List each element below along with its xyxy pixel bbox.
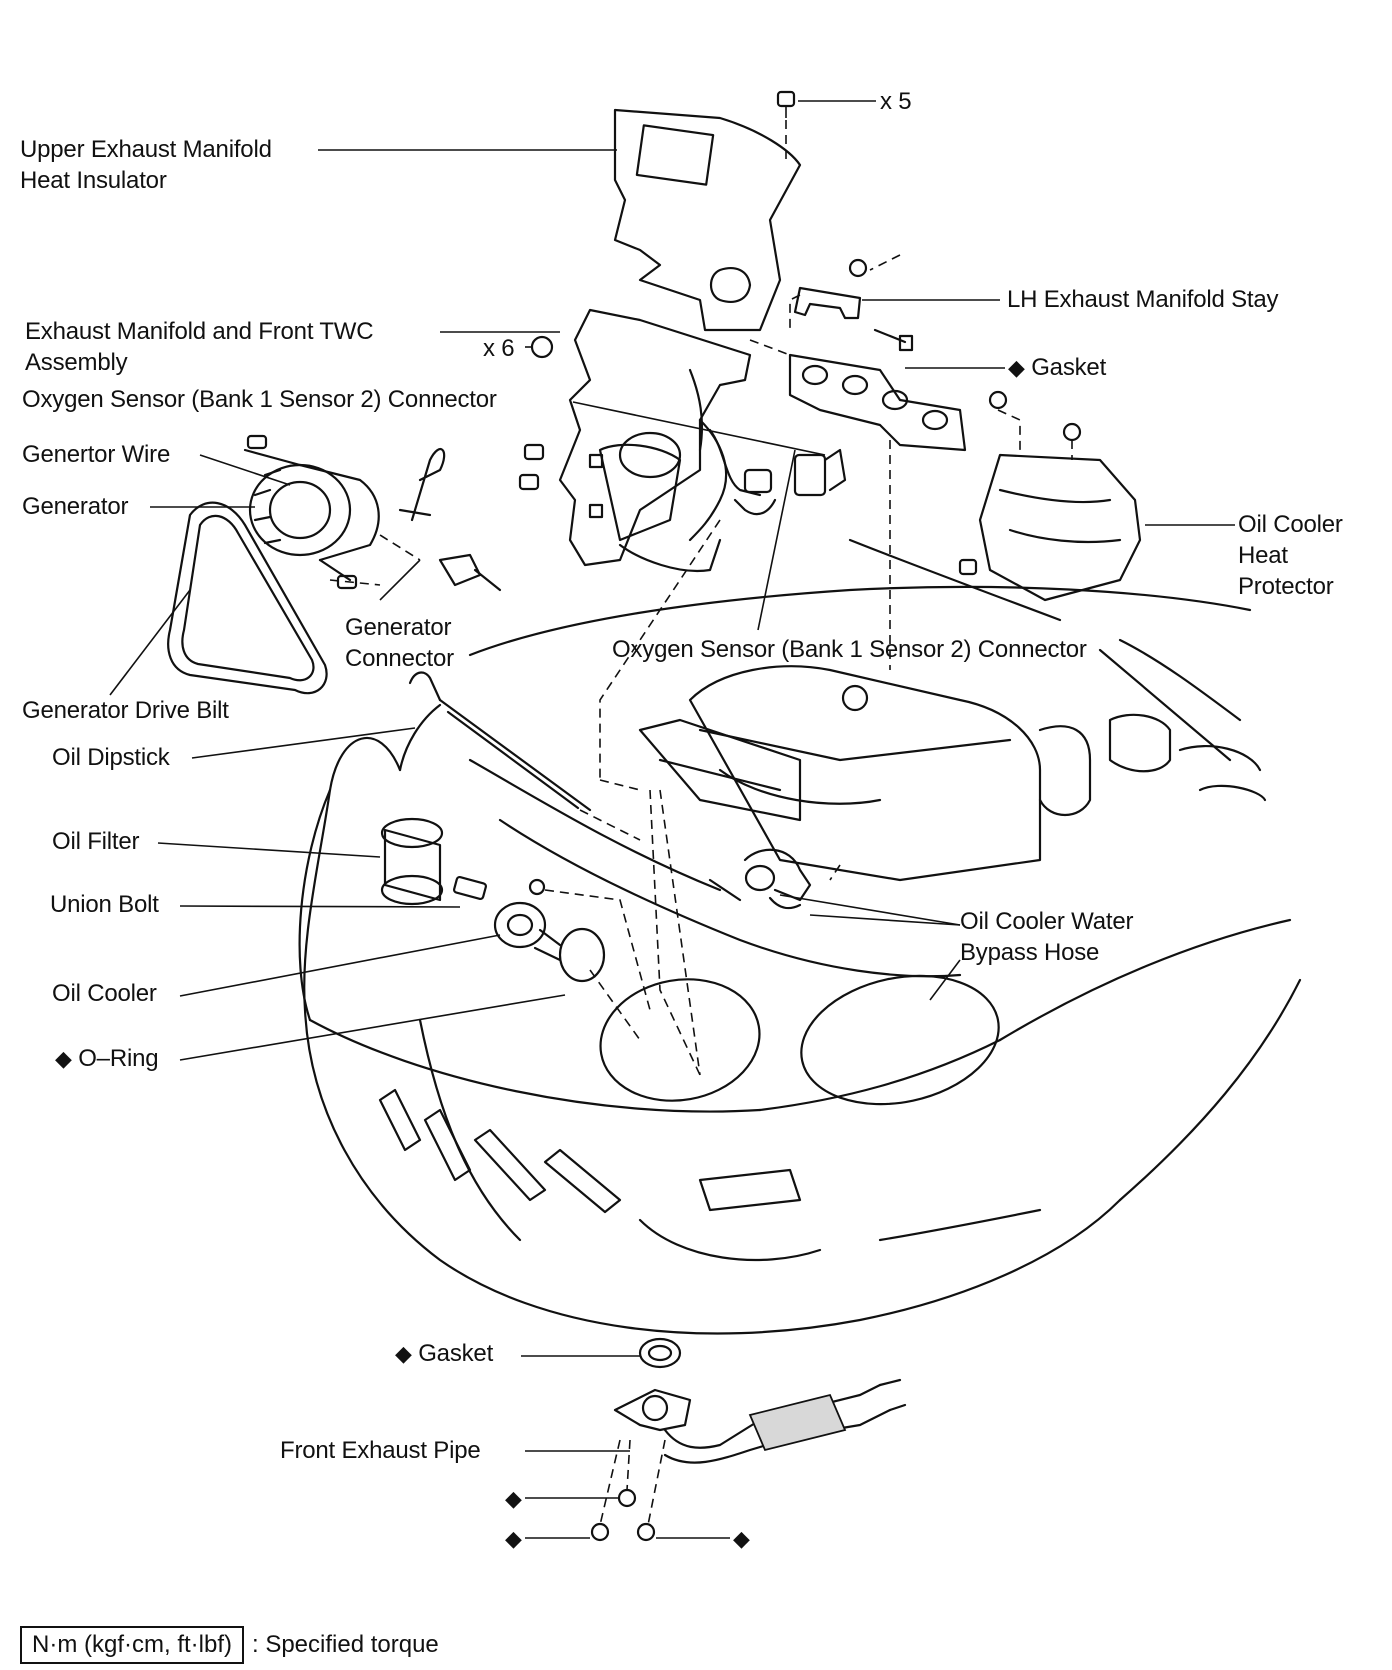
label-lh-exhaust-manifold-stay: LH Exhaust Manifold Stay bbox=[1007, 286, 1279, 313]
label-generator-drive-belt: Generator Drive Bilt bbox=[22, 697, 229, 724]
label-oil-dipstick: Oil Dipstick bbox=[52, 744, 170, 771]
exhaust-gasket-bottom bbox=[638, 1337, 682, 1369]
label-oil-filter: Oil Filter bbox=[52, 828, 140, 855]
non-reusable-marker-icon: ◆ bbox=[505, 1526, 522, 1551]
o-ring bbox=[558, 927, 606, 983]
car-body bbox=[298, 585, 1302, 1335]
oil-cooler bbox=[493, 901, 562, 962]
non-reusable-marker-icon: ◆ bbox=[1008, 355, 1025, 380]
label-oxygen-sensor-connector-top: Oxygen Sensor (Bank 1 Sensor 2) Connecto… bbox=[22, 386, 497, 413]
oil-filter bbox=[380, 817, 444, 906]
lh-manifold-stay bbox=[793, 258, 914, 352]
oil-cooler-bypass-hose bbox=[708, 848, 812, 910]
front-exhaust-pipe bbox=[613, 1378, 907, 1464]
label-oil-cooler-heat-protector: Oil Cooler Heat Protector bbox=[1238, 511, 1343, 600]
leader-lines bbox=[109, 100, 1235, 1539]
generator-wire bbox=[398, 448, 446, 522]
label-bolt-count-5: x 5 bbox=[880, 88, 912, 115]
oil-cooler-heat-protector bbox=[958, 390, 1142, 602]
label-gasket-top: ◆ Gasket bbox=[1008, 354, 1107, 381]
label-generator: Generator bbox=[22, 493, 129, 520]
non-reusable-marker-icon: ◆ bbox=[395, 1341, 412, 1366]
label-generator-connector: Generator Connector bbox=[345, 614, 454, 672]
union-bolt bbox=[453, 875, 546, 901]
upper-heat-insulator bbox=[613, 108, 802, 332]
label-upper-exhaust-manifold-heat-insulator: Upper Exhaust Manifold Heat Insulator bbox=[20, 136, 272, 194]
label-generator-wire: Genertor Wire bbox=[22, 441, 171, 468]
oxygen-sensor bbox=[618, 428, 847, 573]
torque-unit-box: N·m (kgf·cm, ft·lbf) bbox=[20, 1626, 244, 1664]
non-reusable-marker-icon: ◆ bbox=[55, 1046, 72, 1071]
label-front-exhaust-pipe: Front Exhaust Pipe bbox=[280, 1437, 481, 1464]
label-nut-count-6: x 6 bbox=[483, 335, 515, 362]
torque-legend-desc: : Specified torque bbox=[251, 1631, 439, 1658]
manifold-small-bolts bbox=[518, 443, 545, 491]
non-reusable-marker-icon: ◆ bbox=[505, 1486, 522, 1511]
assembly-dashed-lines bbox=[329, 120, 1073, 1526]
label-oil-cooler: Oil Cooler bbox=[52, 980, 157, 1007]
label-o-ring: ◆ O–Ring bbox=[55, 1045, 159, 1072]
exhaust-manifold-twc bbox=[558, 308, 752, 567]
non-reusable-marker-icon: ◆ bbox=[733, 1526, 750, 1551]
label-exhaust-manifold-twc: Exhaust Manifold and Front TWC Assembly bbox=[25, 318, 374, 376]
generator bbox=[243, 434, 380, 590]
manifold-gasket bbox=[788, 353, 967, 452]
torque-legend: N·m (kgf·cm, ft·lbf) : Specified torque bbox=[20, 1626, 439, 1664]
engine-block bbox=[638, 538, 1267, 882]
label-oxygen-sensor-connector-mid: Oxygen Sensor (Bank 1 Sensor 2) Connecto… bbox=[612, 636, 1087, 663]
oil-dipstick bbox=[408, 671, 592, 812]
bolt-x5-icon bbox=[776, 90, 796, 118]
label-oil-cooler-water-bypass-hose: Oil Cooler Water Bypass Hose bbox=[960, 908, 1134, 966]
generator-drive-belt bbox=[167, 501, 328, 695]
nut-x6-icon bbox=[530, 335, 554, 359]
generator-connector bbox=[438, 553, 502, 592]
label-gasket-bottom: ◆ Gasket bbox=[395, 1340, 494, 1367]
label-union-bolt: Union Bolt bbox=[50, 891, 159, 918]
